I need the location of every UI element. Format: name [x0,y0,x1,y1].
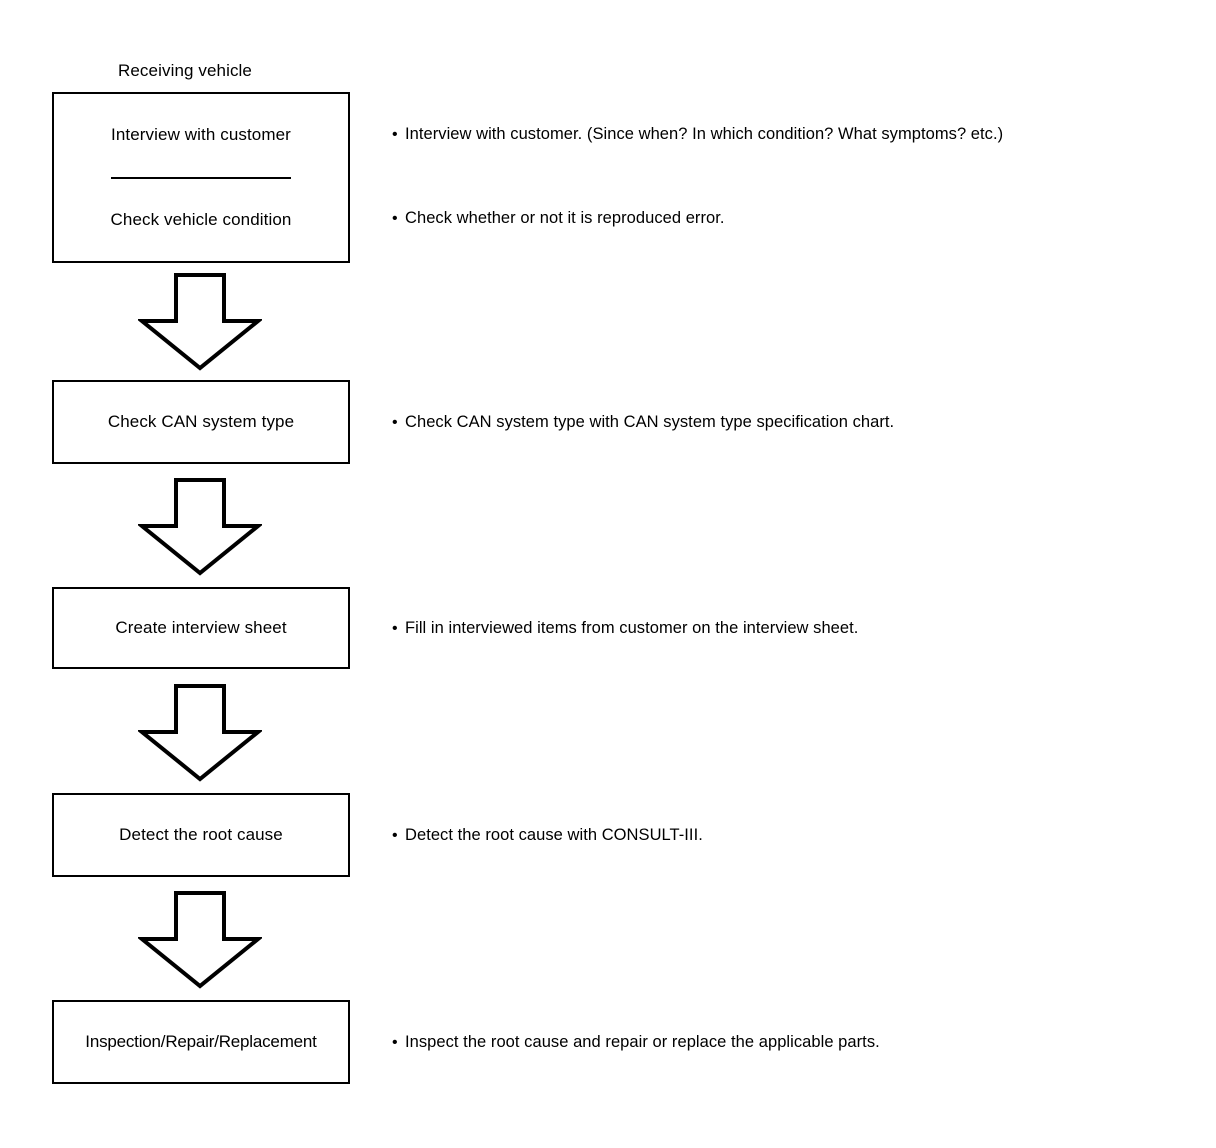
note-text: Interview with customer. (Since when? In… [405,125,1004,143]
arrow-down-3 [138,684,262,782]
process-label: Create interview sheet [115,618,287,637]
process-box-receiving-vehicle[interactable]: Interview with customer Check vehicle co… [52,92,350,263]
note-text: Detect the root cause with CONSULT-III. [405,826,703,844]
bullet-icon: • [392,126,398,143]
process-label: Detect the root cause [119,825,283,844]
process-cell-interview-with-customer[interactable]: Interview with customer [111,94,291,177]
arrow-down-2 [138,478,262,576]
arrow-down-4 [138,891,262,989]
process-box-inspection-repair-replacement[interactable]: Inspection/Repair/Replacement [52,1000,350,1084]
note-inspection-repair-replacement: • Inspect the root cause and repair or r… [392,1032,880,1053]
process-label: Inspection/Repair/Replacement [85,1032,317,1051]
process-box-check-can-system-type[interactable]: Check CAN system type [52,380,350,464]
bullet-icon: • [392,210,398,227]
note-text: Check whether or not it is reproduced er… [405,209,725,227]
note-check-can-system-type: • Check CAN system type with CAN system … [392,412,894,433]
bullet-icon: • [392,1034,398,1051]
process-label: Interview with customer [111,125,291,145]
process-label: Check CAN system type [107,412,295,431]
process-label: Check vehicle condition [110,209,292,229]
process-box-create-interview-sheet[interactable]: Create interview sheet [52,587,350,669]
note-text: Fill in interviewed items from customer … [405,619,859,637]
bullet-icon: • [392,414,398,431]
section-label-receiving-vehicle: Receiving vehicle [118,61,252,80]
arrow-down-1 [138,273,262,371]
bullet-icon: • [392,620,398,637]
process-cell-check-vehicle-condition[interactable]: Check vehicle condition [110,176,292,262]
process-box-detect-the-root-cause[interactable]: Detect the root cause [52,793,350,877]
note-create-interview-sheet: • Fill in interviewed items from custome… [392,618,858,639]
note-detect-the-root-cause: • Detect the root cause with CONSULT-III… [392,825,703,846]
note-interview-with-customer: • Interview with customer. (Since when? … [392,124,1003,145]
note-check-vehicle-condition: • Check whether or not it is reproduced … [392,208,725,229]
note-text: Inspect the root cause and repair or rep… [405,1033,880,1051]
bullet-icon: • [392,827,398,844]
note-text: Check CAN system type with CAN system ty… [405,413,895,431]
